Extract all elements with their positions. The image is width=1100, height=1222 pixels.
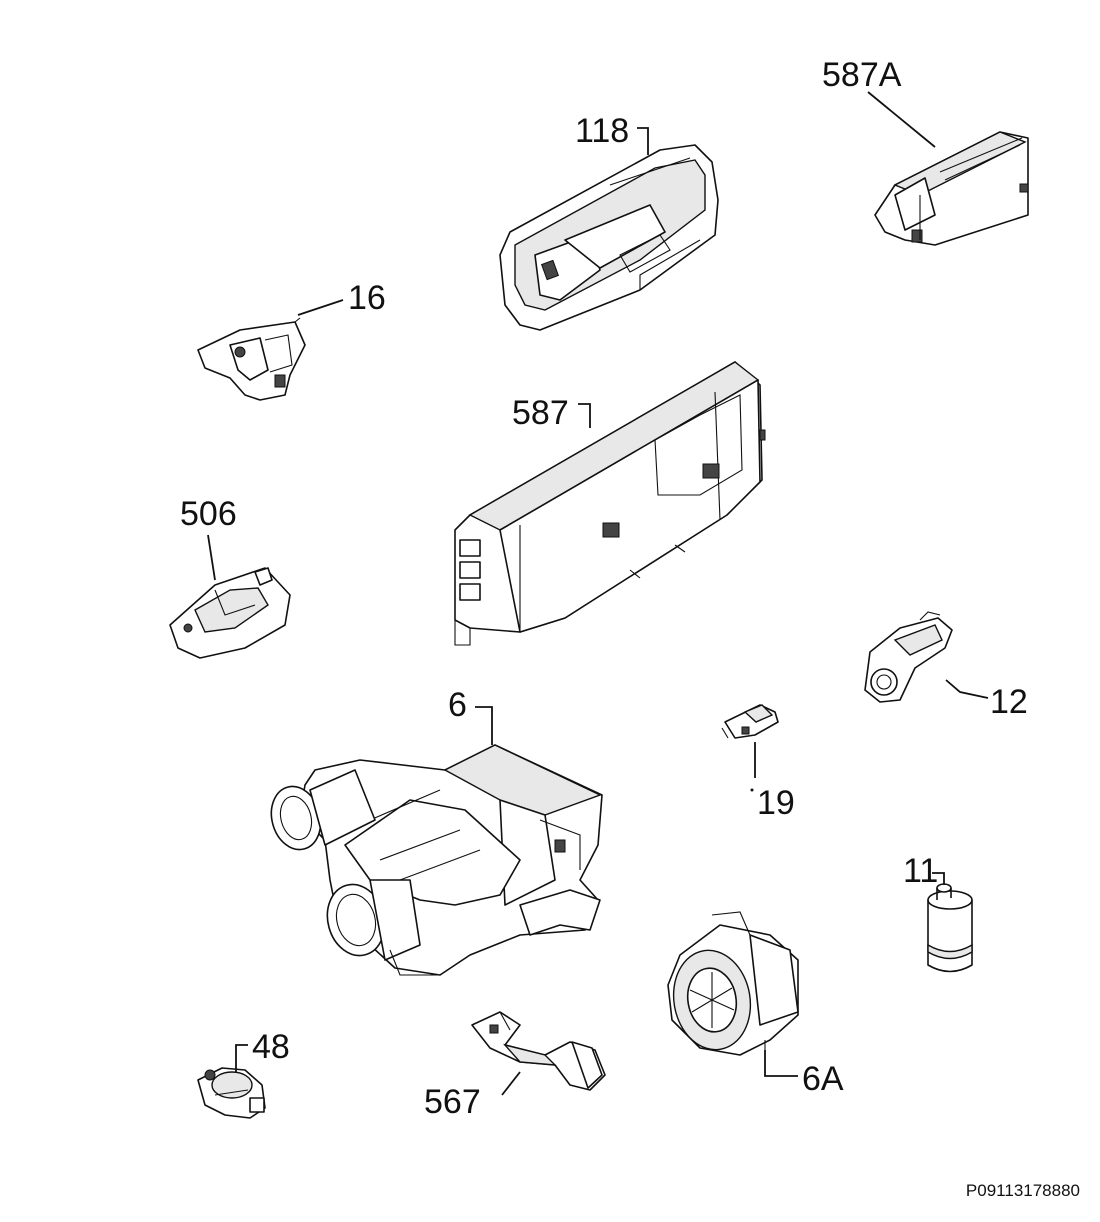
part-587-control-housing[interactable] xyxy=(454,361,766,646)
label-11: 11 xyxy=(903,852,938,890)
part-567-harness[interactable] xyxy=(471,1011,606,1091)
label-506: 506 xyxy=(180,495,237,533)
part-6-circulation-pump[interactable] xyxy=(265,744,603,976)
label-48: 48 xyxy=(252,1028,290,1066)
part-118-dispenser[interactable] xyxy=(499,144,719,331)
part-48-valve[interactable] xyxy=(197,1067,266,1119)
label-12: 12 xyxy=(990,683,1028,721)
label-567: 567 xyxy=(424,1083,481,1121)
label-16: 16 xyxy=(348,279,386,317)
part-16-door-lock[interactable] xyxy=(197,317,306,401)
label-6A: 6A xyxy=(802,1060,844,1098)
part-12-pressure-sensor[interactable] xyxy=(864,611,953,703)
drawing-code: P09113178880 xyxy=(966,1181,1080,1200)
label-587: 587 xyxy=(512,394,569,432)
part-6A-drain-pump[interactable] xyxy=(666,911,799,1056)
part-587A-module[interactable] xyxy=(874,131,1029,246)
part-11-capacitor[interactable] xyxy=(927,883,973,973)
label-587A: 587A xyxy=(822,56,902,94)
part-506-switch[interactable] xyxy=(169,567,291,659)
part-19-connector[interactable] xyxy=(721,704,779,739)
label-6: 6 xyxy=(448,686,467,724)
label-118: 118 xyxy=(575,112,629,150)
label-19: 19 xyxy=(757,784,795,822)
